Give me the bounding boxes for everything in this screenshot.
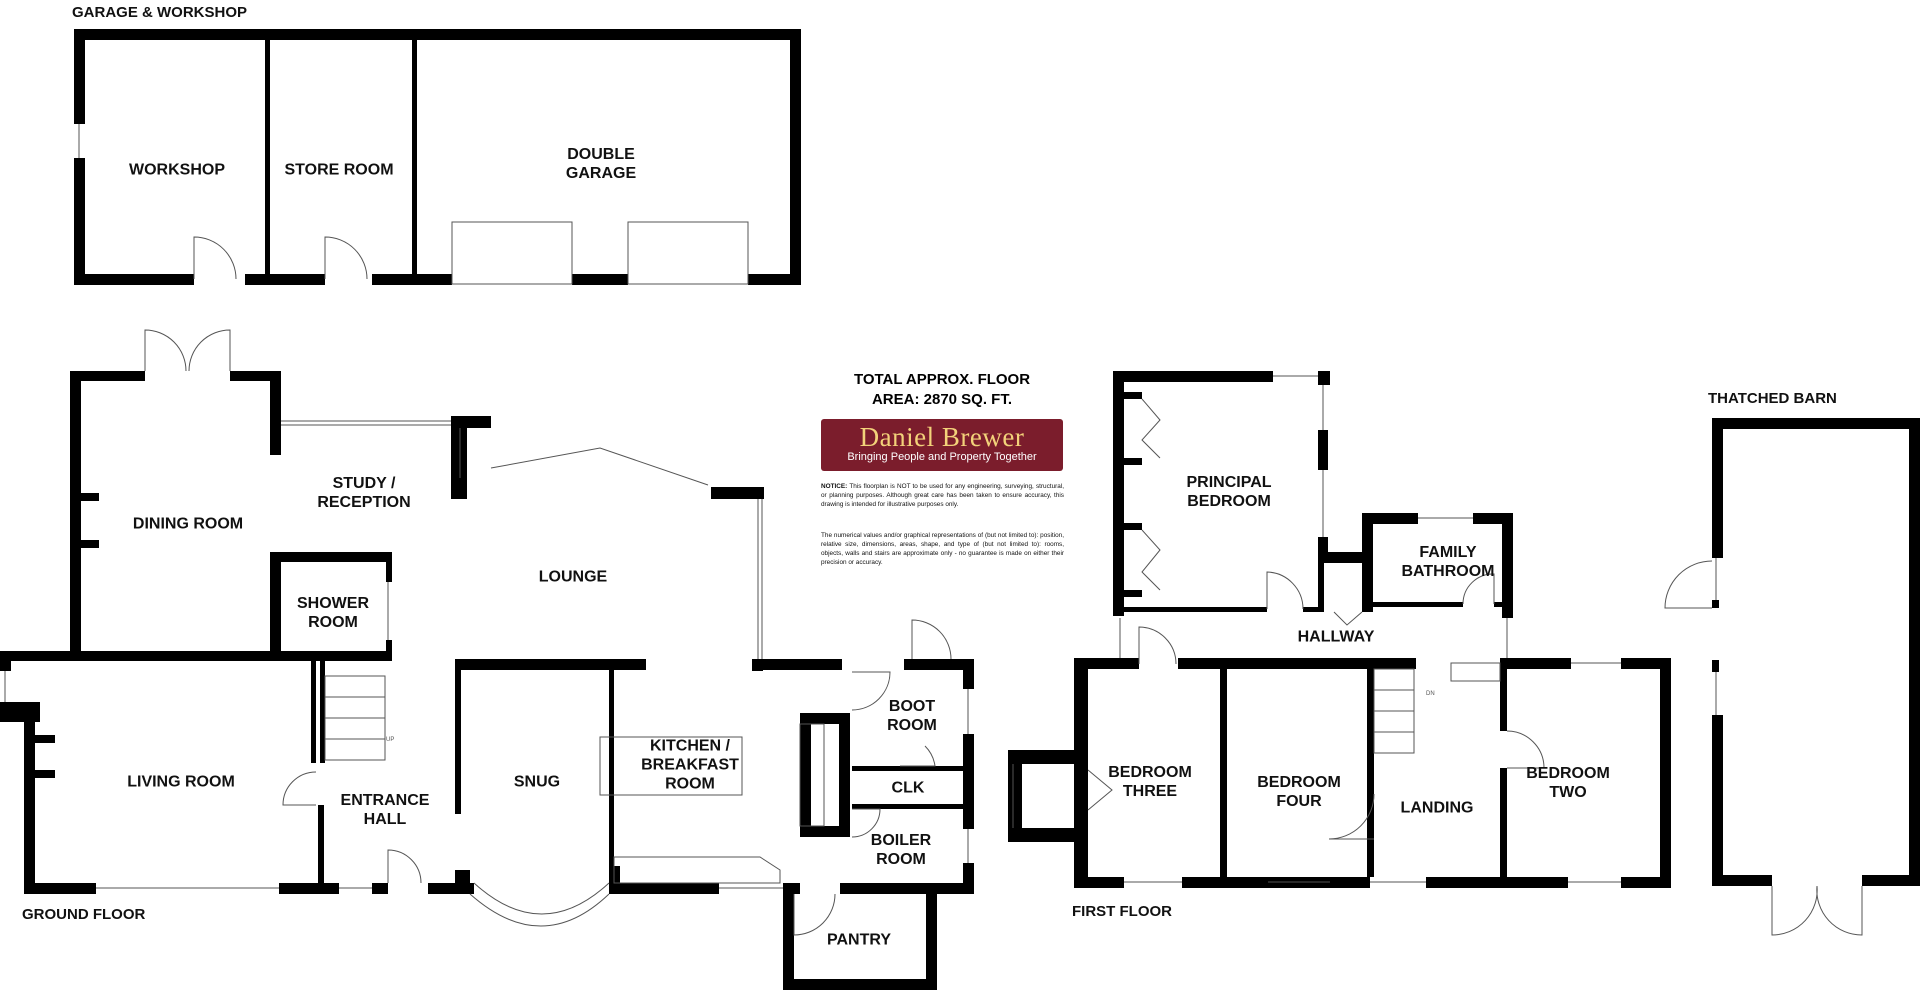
section-first-floor: FIRST FLOOR bbox=[1072, 903, 1172, 920]
section-thatched-barn: THATCHED BARN bbox=[1708, 390, 1837, 407]
room-landing: LANDING bbox=[1400, 799, 1474, 817]
room-family-bathroom: FAMILY BATHROOM bbox=[1401, 544, 1495, 580]
room-boot-room: BOOT ROOM bbox=[887, 698, 937, 734]
doors-windows bbox=[4, 124, 1863, 936]
room-hallway: HALLWAY bbox=[1297, 628, 1375, 646]
room-boiler-room: BOILER ROOM bbox=[870, 832, 932, 868]
room-study-reception: STUDY / RECEPTION bbox=[317, 475, 411, 511]
logo-tagline: Bringing People and Property Together bbox=[847, 451, 1037, 463]
stair-arrows: UP DN bbox=[386, 691, 1435, 743]
room-double-garage: DOUBLE GARAGE bbox=[565, 146, 637, 182]
notice-paragraph-2: The numerical values and/or graphical re… bbox=[821, 532, 1064, 566]
walls bbox=[0, 29, 1920, 990]
brand-logo: Daniel Brewer Bringing People and Proper… bbox=[821, 419, 1063, 471]
total-floor-area: TOTAL APPROX. FLOOR AREA: 2870 SQ. FT. bbox=[853, 371, 1031, 408]
room-bedroom-two: BEDROOM TWO bbox=[1526, 765, 1610, 801]
stairs-up-label: UP bbox=[386, 737, 394, 743]
logo-name: Daniel Brewer bbox=[859, 422, 1025, 452]
room-living-room: LIVING ROOM bbox=[127, 773, 235, 791]
room-dining-room: DINING ROOM bbox=[132, 515, 244, 533]
room-lounge: LOUNGE bbox=[538, 568, 608, 586]
room-snug: SNUG bbox=[513, 773, 561, 791]
notice-lead: NOTICE: bbox=[821, 483, 848, 490]
section-ground-floor: GROUND FLOOR bbox=[22, 906, 146, 923]
room-workshop: WORKSHOP bbox=[129, 161, 225, 179]
room-bedroom-four: BEDROOM FOUR bbox=[1257, 774, 1341, 810]
room-entrance-hall: ENTRANCE HALL bbox=[340, 792, 430, 828]
room-store-room: STORE ROOM bbox=[284, 161, 394, 179]
room-shower-room: SHOWER ROOM bbox=[297, 595, 369, 631]
room-kitchen-breakfast: KITCHEN / BREAKFAST ROOM bbox=[641, 737, 739, 793]
room-pantry: PANTRY bbox=[827, 931, 891, 949]
stairs-dn-label: DN bbox=[1426, 691, 1435, 697]
notice-paragraph-1: NOTICE: This floorplan is NOT to be used… bbox=[821, 482, 1064, 509]
room-bedroom-three: BEDROOM THREE bbox=[1108, 764, 1192, 800]
room-clk: CLK bbox=[891, 779, 925, 797]
notice-text-1: This floorplan is NOT to be used for any… bbox=[821, 483, 1064, 508]
section-garage: GARAGE & WORKSHOP bbox=[72, 4, 248, 21]
room-principal-bedroom: PRINCIPAL BEDROOM bbox=[1186, 474, 1272, 510]
